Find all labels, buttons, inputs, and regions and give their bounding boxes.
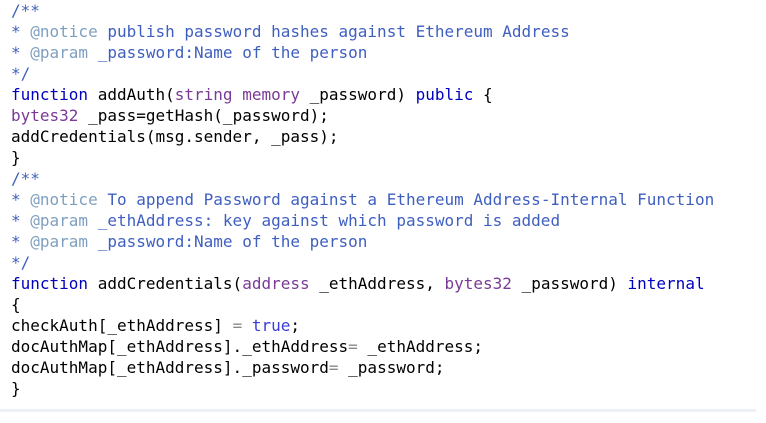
code-line: function addAuth(string memory _password… [11, 84, 714, 105]
code-token-default [242, 316, 252, 335]
code-line: bytes32 _pass=getHash(_password); [11, 105, 714, 126]
code-token-comment: * [11, 22, 31, 41]
code-token-comment: /** [11, 1, 40, 20]
code-line: */ [11, 63, 714, 84]
code-token-comment: * [11, 43, 31, 62]
code-line: } [11, 378, 714, 399]
code-token-default [233, 85, 243, 104]
code-token-operator: = [348, 337, 358, 356]
code-token-type: bytes32 [444, 274, 512, 293]
code-token-default: } [11, 379, 21, 398]
code-token-default: checkAuth[_ethAddress] [11, 316, 233, 335]
code-token-type: memory [242, 85, 300, 104]
code-token-comment: _ethAddress: key against which password … [88, 211, 561, 230]
code-token-operator: = [232, 316, 243, 335]
code-token-comment: publish password hashes against Ethereum… [97, 22, 570, 41]
code-token-comment: To append Password against a Ethereum Ad… [97, 190, 715, 209]
code-token-comment_tag: @param [30, 43, 89, 62]
code-line: * @notice To append Password against a E… [11, 189, 714, 210]
code-token-operator: = [328, 358, 339, 377]
code-token-default: { [11, 295, 21, 314]
code-token-keyword: internal [627, 274, 705, 293]
code-line: checkAuth[_ethAddress] = true; [11, 315, 714, 336]
code-line: } [11, 147, 714, 168]
editor-bottom-border [0, 409, 756, 412]
code-token-keyword: public [415, 85, 474, 104]
code-line: */ [11, 252, 714, 273]
code-token-default: addAuth( [88, 85, 175, 104]
code-line: * @notice publish password hashes agains… [11, 21, 714, 42]
code-token-bool: true [251, 316, 291, 335]
code-line: docAuthMap[_ethAddress]._password= _pass… [11, 357, 714, 378]
code-token-default: _password) [300, 85, 416, 104]
code-token-comment: /** [11, 169, 40, 188]
code-line: docAuthMap[_ethAddress]._ethAddress= _et… [11, 336, 714, 357]
code-token-keyword: function [11, 85, 89, 104]
code-token-default: docAuthMap[_ethAddress]._password [11, 358, 329, 377]
code-token-default: addCredentials( [88, 274, 243, 293]
code-token-default: _password) [511, 274, 628, 293]
code-token-comment_tag: @notice [30, 22, 98, 41]
code-token-default: _password; [338, 358, 445, 377]
code-block[interactable]: /*** @notice publish password hashes aga… [11, 0, 714, 399]
code-token-keyword: function [11, 274, 89, 293]
code-line: addCredentials(msg.sender, _pass); [11, 126, 714, 147]
code-token-default: _ethAddress; [357, 337, 484, 356]
code-line: * @param _password:Name of the person [11, 42, 714, 63]
code-token-default: ; [290, 316, 301, 335]
code-token-type: bytes32 [11, 106, 79, 125]
code-line: * @param _password:Name of the person [11, 231, 714, 252]
code-token-comment: _password:Name of the person [88, 43, 368, 62]
code-line: /** [11, 0, 714, 21]
code-token-comment: _password:Name of the person [88, 232, 368, 251]
code-token-type: string [174, 85, 233, 104]
code-token-type: address [242, 274, 310, 293]
code-token-default: _ethAddress, [309, 274, 445, 293]
code-token-default: } [11, 148, 21, 167]
code-token-default: _pass=getHash(_password); [78, 106, 329, 125]
code-token-comment_tag: @param [30, 232, 89, 251]
code-token-comment_tag: @notice [30, 190, 98, 209]
code-token-comment: */ [11, 64, 31, 83]
code-token-default: docAuthMap[_ethAddress]._ethAddress [11, 337, 349, 356]
code-line: /** [11, 168, 714, 189]
code-token-comment: */ [11, 253, 31, 272]
code-token-comment_tag: @param [30, 211, 89, 230]
code-line: function addCredentials(address _ethAddr… [11, 273, 714, 294]
code-line: * @param _ethAddress: key against which … [11, 210, 714, 231]
code-token-comment: * [11, 232, 31, 251]
code-token-comment: * [11, 211, 31, 230]
code-line: { [11, 294, 714, 315]
code-token-default: { [473, 85, 493, 104]
code-token-comment: * [11, 190, 31, 209]
code-token-default: addCredentials(msg.sender, _pass); [11, 127, 339, 146]
